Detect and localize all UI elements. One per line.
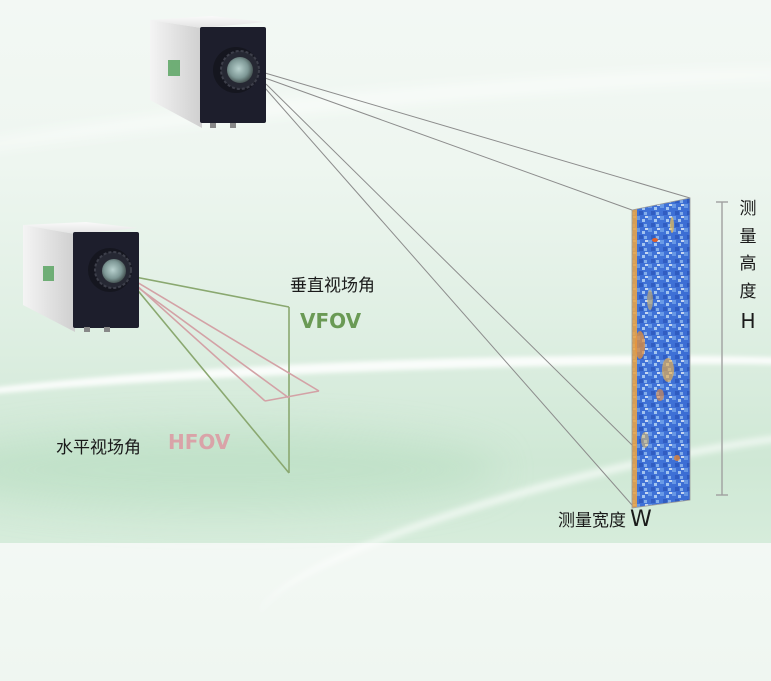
vfov-label-en: VFOV (300, 309, 362, 333)
vfov-triangle (124, 274, 290, 474)
projection-lines (264, 72, 691, 506)
vfov-label-cn: 垂直视场角 (290, 276, 375, 296)
hfov-label-en: HFOV (168, 430, 231, 454)
thermal-target-strip (631, 197, 691, 509)
height-char: 量 (739, 226, 757, 247)
height-dimension-line (716, 201, 728, 496)
height-char: 测 (739, 199, 757, 219)
hfov-label-cn: 水平视场角 (56, 438, 141, 458)
width-label-cn: 测量宽度 (558, 511, 626, 531)
camera-logo-icon (168, 60, 180, 76)
camera-logo-icon (43, 266, 54, 281)
fov-diagram (23, 16, 728, 509)
height-char: 高 (739, 254, 757, 274)
width-letter: W (630, 507, 652, 532)
left-camera (23, 222, 139, 332)
height-char: 度 (739, 281, 757, 302)
measurement-height-label: 测 量 高 度 H (736, 196, 760, 336)
hfov-wedge (124, 274, 320, 402)
height-letter: H (740, 309, 756, 333)
top-camera (150, 16, 266, 128)
